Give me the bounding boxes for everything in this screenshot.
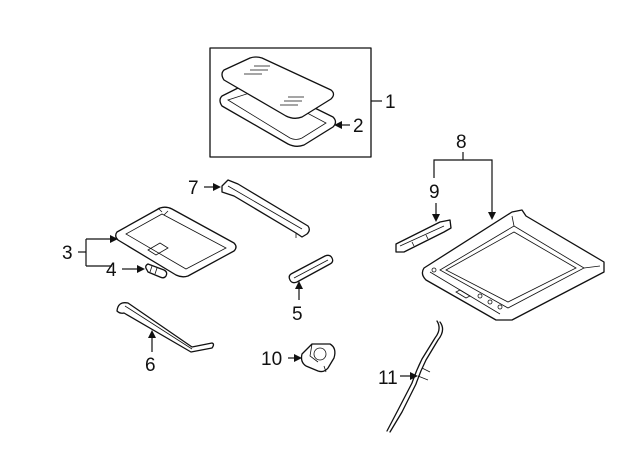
handle	[145, 263, 168, 279]
seal-strip	[116, 302, 215, 353]
callout-9: 9	[429, 182, 440, 203]
drain-tube	[386, 320, 444, 433]
callout-2: 2	[353, 116, 364, 137]
callout-5: 5	[292, 304, 303, 325]
callout-11: 11	[378, 368, 398, 389]
callout-10: 10	[261, 349, 282, 370]
callout-7: 7	[188, 178, 199, 199]
drive-motor	[300, 343, 336, 373]
side-bracket	[395, 219, 452, 253]
glass-panel-group	[209, 47, 372, 158]
callout-6: 6	[145, 355, 156, 376]
glass-panel	[221, 56, 335, 119]
deflector-strip	[288, 254, 334, 284]
callout-1: 1	[385, 92, 396, 113]
glass-panel-box	[209, 47, 372, 158]
sunshade	[115, 206, 237, 278]
callout-4: 4	[106, 260, 117, 281]
callout-3: 3	[62, 243, 73, 264]
callout-8: 8	[456, 132, 467, 153]
sunroof-frame	[421, 209, 605, 321]
front-rail	[221, 179, 310, 238]
